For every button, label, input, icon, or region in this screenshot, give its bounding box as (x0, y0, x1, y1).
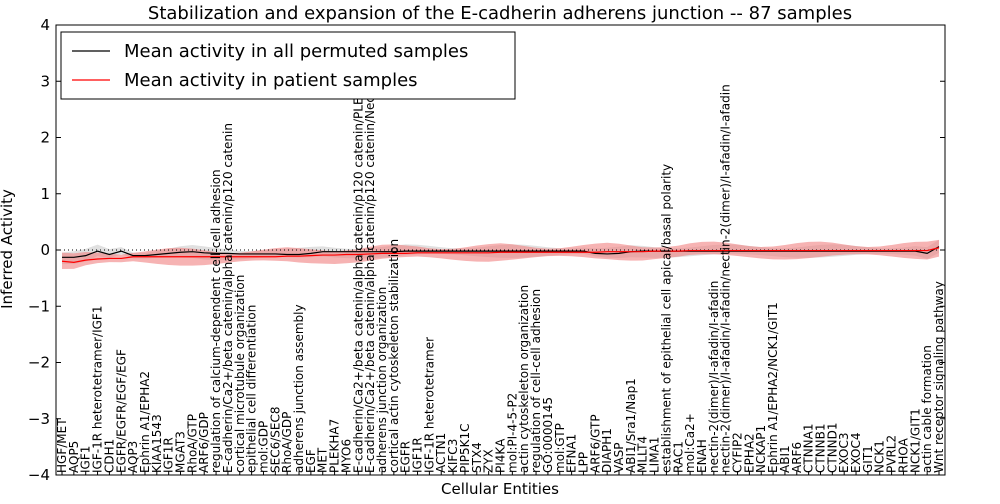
x-tick-label: KIFC3 (446, 439, 460, 473)
x-tick-label: AQP3 (126, 441, 140, 473)
legend-box (60, 31, 516, 100)
x-tick-label: GO:0000145 (541, 397, 555, 473)
x-tick-label: STX4 (470, 442, 484, 473)
x-tick-label: NCK1/GIT1 (908, 408, 922, 473)
x-tick-label: IGF1R (411, 437, 425, 473)
y-tick-label: −1 (28, 297, 50, 315)
x-tick-label: regulation of calcium-dependent cell-cel… (209, 169, 223, 473)
x-tick-label: actin cable formation (920, 345, 934, 473)
x-tick-label: NCKAP1 (754, 425, 768, 473)
x-tick-label: actin cytoskeleton organization (517, 285, 531, 473)
x-tick-label: KIAA1543 (150, 414, 164, 473)
x-tick-label: CTNND1 (825, 422, 839, 473)
y-tick-label: −2 (28, 354, 50, 372)
x-tick-label: PVRL2 (885, 435, 899, 473)
x-tick-label: ARF6 (790, 442, 804, 473)
x-tick-label: EGFR (399, 441, 413, 473)
x-tick-label: adherens junction assembly (292, 304, 306, 473)
y-tick-label: −4 (28, 466, 50, 484)
x-tick-label: regulation of cell-cell adhesion (529, 289, 543, 473)
x-tick-label: MGAT3 (174, 431, 188, 473)
x-tick-label: ACTN1 (434, 433, 448, 473)
x-tick-label: E-cadherin/Ca2+/beta catenin/alpha caten… (363, 69, 377, 473)
x-tick-label: AQP5 (67, 441, 81, 473)
x-tick-label: cortical microtubule organization (233, 275, 247, 473)
x-tick-label: VASP (612, 442, 626, 473)
x-tick-label: mol:GTP (553, 423, 567, 473)
x-tick-label: RhoA/GDP (280, 412, 294, 473)
x-tick-label: mol:Ca2+ (683, 413, 697, 473)
x-tick-label: EXOC3 (837, 433, 851, 474)
series-band-1 (62, 239, 939, 270)
y-tick-label: 2 (40, 129, 50, 147)
chart-title: Stabilization and expansion of the E-cad… (148, 3, 852, 24)
x-tick-label: CTNNA1 (802, 423, 816, 473)
x-tick-label: MET (316, 447, 330, 473)
x-tick-label: LPP (576, 452, 590, 473)
x-tick-label: CYFIP2 (731, 432, 745, 473)
y-axis-label: Inferred Activity (0, 189, 16, 309)
x-tick-label: cortical actin cytoskeleton stabilizatio… (387, 239, 401, 473)
x-tick-label: ZYX (482, 449, 496, 473)
legend-label-0: Mean activity in all permuted samples (124, 41, 468, 62)
x-tick-label: ARF6/GDP (197, 412, 211, 473)
x-tick-label: EXOC4 (849, 433, 863, 474)
x-tick-label: epithelial cell differentiation (245, 305, 259, 473)
x-tick-label: ABI1/Sra1/Nap1 (624, 378, 638, 473)
x-tick-label: RhoA/GTP (185, 414, 199, 473)
x-tick-label: EGF (304, 449, 318, 473)
x-tick-label: establishment of epithelial cell apical/… (659, 164, 673, 473)
x-tick-label: IGF1 (79, 446, 93, 473)
x-tick-label: ENAH (695, 439, 709, 473)
x-tick-label: IGF1R (162, 437, 176, 473)
x-tick-label: EFNA1 (565, 434, 579, 473)
x-tick-label: DIAPH1 (600, 428, 614, 473)
x-tick-label: NCK1 (873, 440, 887, 473)
legend-label-1: Mean activity in patient samples (124, 70, 418, 91)
x-tick-label: ABI1 (778, 445, 792, 473)
x-tick-label: mol:GDP (256, 421, 270, 473)
series-line-1 (61, 247, 940, 263)
x-tick-label: EGFR/EGFR/EGF/EGF (114, 349, 128, 473)
y-tick-label: −3 (28, 410, 50, 428)
x-tick-label: PIP5K1C (458, 423, 472, 473)
x-tick-label: nectin-2(dimer)/I-afadin/I-afadin (707, 281, 721, 473)
y-tick-label: 0 (40, 241, 50, 259)
x-tick-label: Ephrin A1/EPHA2/NCK1/GIT1 (766, 302, 780, 473)
x-tick-label: RAC1 (671, 441, 685, 473)
x-tick-label: PLEKHA7 (328, 419, 342, 473)
x-tick-label: E-cadherin/Ca2+/beta catenin/alpha caten… (351, 65, 365, 473)
x-tick-label: SEC6/SEC8 (268, 407, 282, 473)
x-tick-label: ARF6/GTP (588, 414, 602, 473)
x-tick-label: MYO6 (339, 439, 353, 473)
x-tick-label: E-cadherin/Ca2+/beta catenin/alpha caten… (221, 123, 235, 473)
y-tick-label: 3 (40, 72, 50, 90)
x-tick-label: adherens junction organization (375, 287, 389, 473)
x-tick-label: Ephrin A1/EPHA2 (138, 371, 152, 473)
x-tick-label: MLLT4 (636, 436, 650, 473)
x-tick-label: IGF-1R heterotetramer (422, 337, 436, 473)
x-tick-label: IGF-1R heterotetramer/IGF1 (91, 306, 105, 473)
x-tick-label: EPHA2 (742, 433, 756, 473)
x-tick-label: Wnt receptor signaling pathway (932, 281, 946, 473)
x-tick-label: CDH1 (102, 439, 116, 473)
x-tick-label: GIT1 (861, 445, 875, 473)
x-axis-label: Cellular Entities (441, 480, 559, 498)
x-tick-label: CTNNB1 (813, 423, 827, 473)
x-tick-label: HGF/MET (55, 418, 69, 473)
legend: Mean activity in all permuted samplesMea… (60, 31, 516, 100)
y-tick-label: 4 (40, 16, 50, 34)
x-tick-label: mol:PI-4-5-P2 (505, 393, 519, 473)
x-tick-label: LIMA1 (648, 437, 662, 473)
y-tick-label: 1 (40, 185, 50, 203)
x-tick-label: PI4KA (494, 438, 508, 473)
x-tick-label: RHOA (896, 437, 910, 473)
x-tick-label: nectin-2(dimer)/I-afadin/I-afadin/nectin… (719, 84, 733, 473)
